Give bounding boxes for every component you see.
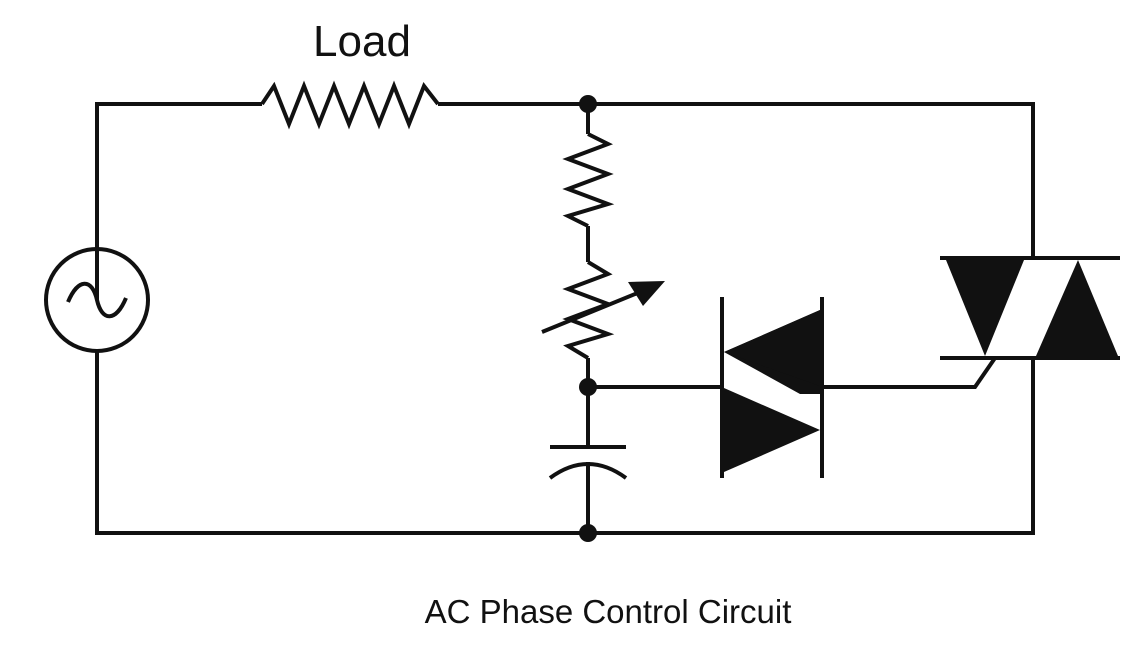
- wire-bottom: [95, 350, 1035, 535]
- wire-top-left: [95, 102, 262, 300]
- triac-icon: [940, 104, 1120, 360]
- caption-label: AC Phase Control Circuit: [425, 593, 792, 630]
- wire-diac-gate: [822, 356, 997, 389]
- wire-top-right: [438, 102, 1035, 258]
- junction-top: [579, 95, 597, 113]
- load-resistor-icon: [260, 80, 440, 130]
- ac-source-icon: [44, 247, 150, 353]
- fixed-resistor-icon: [562, 132, 615, 228]
- diac-icon: [720, 297, 824, 478]
- junction-nodes: [579, 95, 597, 542]
- load-label: Load: [313, 17, 411, 66]
- junction-middle: [579, 378, 597, 396]
- potentiometer-icon: [541, 260, 665, 360]
- junction-bottom: [579, 524, 597, 542]
- capacitor-icon: [548, 445, 628, 480]
